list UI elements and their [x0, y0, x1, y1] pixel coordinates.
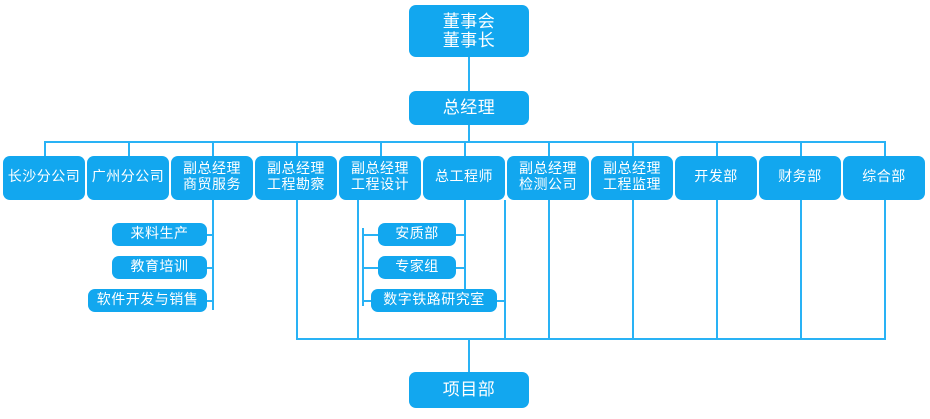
node-sub-software-dev-and-sales[interactable]: 软件开发与销售: [88, 289, 207, 312]
connector-ce-sub-left-2: [362, 300, 373, 302]
node-project-department[interactable]: 项目部: [409, 372, 529, 408]
bus-project-bottom: [296, 338, 886, 340]
connector-ce-sub-left-0: [362, 234, 380, 236]
drop-supervision-to-bottom-bus: [632, 200, 634, 339]
node-dept-vgm-engineering-design[interactable]: 副总经理 工程设计: [339, 156, 421, 200]
dept-5-line1: 总工程师: [435, 170, 493, 186]
drop-to-dept-4: [380, 141, 382, 156]
trade-sub-1-label: 教育培训: [130, 259, 189, 275]
drop-to-dept-5: [464, 141, 466, 156]
node-dept-general-affairs[interactable]: 综合部: [843, 156, 925, 200]
drop-to-dept-6: [548, 141, 550, 156]
node-dept-vgm-inspection-company[interactable]: 副总经理 检测公司: [507, 156, 589, 200]
dept-8-line1: 开发部: [694, 170, 738, 186]
connector-board-to-gm: [468, 57, 470, 91]
drop-to-dept-10: [884, 141, 886, 156]
spine-chief-engineer: [464, 200, 466, 305]
drop-finance-to-bottom-bus: [800, 200, 802, 339]
node-dept-changsha-branch[interactable]: 长沙分公司: [3, 156, 85, 200]
drop-inspection-to-bottom-bus: [548, 200, 550, 339]
connector-bus-to-project: [468, 338, 470, 372]
drop-chief-engineer-to-bottom-bus: [504, 200, 506, 339]
dept-6-line1: 副总经理: [519, 162, 577, 178]
node-sub-expert-group[interactable]: 专家组: [378, 256, 456, 279]
connector-trade-sub-2: [205, 300, 214, 302]
node-dept-vgm-engineering-supervision[interactable]: 副总经理 工程监理: [591, 156, 673, 200]
connector-trade-sub-0: [205, 234, 214, 236]
dept-2-line1: 副总经理: [183, 162, 241, 178]
connector-ce-sub-left-1: [362, 267, 380, 269]
node-dept-guangzhou-branch[interactable]: 广州分公司: [87, 156, 169, 200]
dept-7-line1: 副总经理: [603, 162, 661, 178]
drop-to-dept-3: [296, 141, 298, 156]
node-dept-vgm-trade-service[interactable]: 副总经理 商贸服务: [171, 156, 253, 200]
dept-2-line2: 商贸服务: [183, 178, 241, 193]
dept-0-line1: 长沙分公司: [7, 170, 81, 186]
drop-general-affairs-to-bottom-bus: [884, 200, 886, 339]
node-sub-safety-quality-dept[interactable]: 安质部: [378, 223, 456, 246]
node-dept-development[interactable]: 开发部: [675, 156, 757, 200]
dept-4-line1: 副总经理: [351, 162, 409, 178]
connector-ce-sub-right-1: [455, 267, 466, 269]
drop-survey-to-bottom-bus: [296, 200, 298, 339]
dept-10-line1: 综合部: [862, 170, 906, 186]
node-dept-chief-engineer[interactable]: 总工程师: [423, 156, 505, 200]
node-general-manager[interactable]: 总经理: [409, 91, 529, 125]
project-label: 项目部: [442, 380, 496, 400]
node-sub-digital-railway-lab[interactable]: 数字铁路研究室: [371, 289, 497, 312]
node-board-line1: 董事会: [442, 11, 496, 31]
drop-to-dept-8: [716, 141, 718, 156]
connector-gm-to-bus: [468, 125, 470, 142]
drop-design-to-bottom-bus: [357, 200, 359, 339]
node-sub-incoming-material-production[interactable]: 来料生产: [112, 223, 207, 246]
ce-sub-0-label: 安质部: [395, 226, 439, 242]
spine-trade-service: [212, 200, 214, 310]
dept-7-line2: 工程监理: [603, 178, 661, 193]
dept-3-line1: 副总经理: [267, 162, 325, 178]
dept-3-line2: 工程勘察: [267, 178, 325, 193]
drop-development-to-bottom-bus: [716, 200, 718, 339]
node-board-chairman[interactable]: 董事会 董事长: [409, 5, 529, 57]
dept-1-line1: 广州分公司: [91, 170, 165, 186]
dept-4-line2: 工程设计: [351, 178, 409, 193]
connector-ce-sub-right-2: [495, 300, 506, 302]
drop-to-dept-2: [212, 141, 214, 156]
drop-to-dept-9: [800, 141, 802, 156]
dept-6-line2: 检测公司: [519, 178, 577, 193]
trade-sub-2-label: 软件开发与销售: [96, 292, 199, 308]
drop-to-dept-1: [128, 141, 130, 156]
node-dept-finance[interactable]: 财务部: [759, 156, 841, 200]
dept-9-line1: 财务部: [778, 170, 822, 186]
connector-trade-sub-1: [205, 267, 214, 269]
node-sub-education-training[interactable]: 教育培训: [112, 256, 207, 279]
drop-to-dept-7: [632, 141, 634, 156]
node-gm-label: 总经理: [442, 98, 496, 118]
ce-sub-1-label: 专家组: [395, 259, 439, 275]
trade-sub-0-label: 来料生产: [130, 226, 189, 242]
drop-to-dept-0: [44, 141, 46, 156]
node-board-line2: 董事长: [442, 31, 496, 50]
node-dept-vgm-engineering-survey[interactable]: 副总经理 工程勘察: [255, 156, 337, 200]
ce-sub-2-label: 数字铁路研究室: [383, 292, 485, 308]
connector-ce-sub-right-0: [455, 234, 466, 236]
